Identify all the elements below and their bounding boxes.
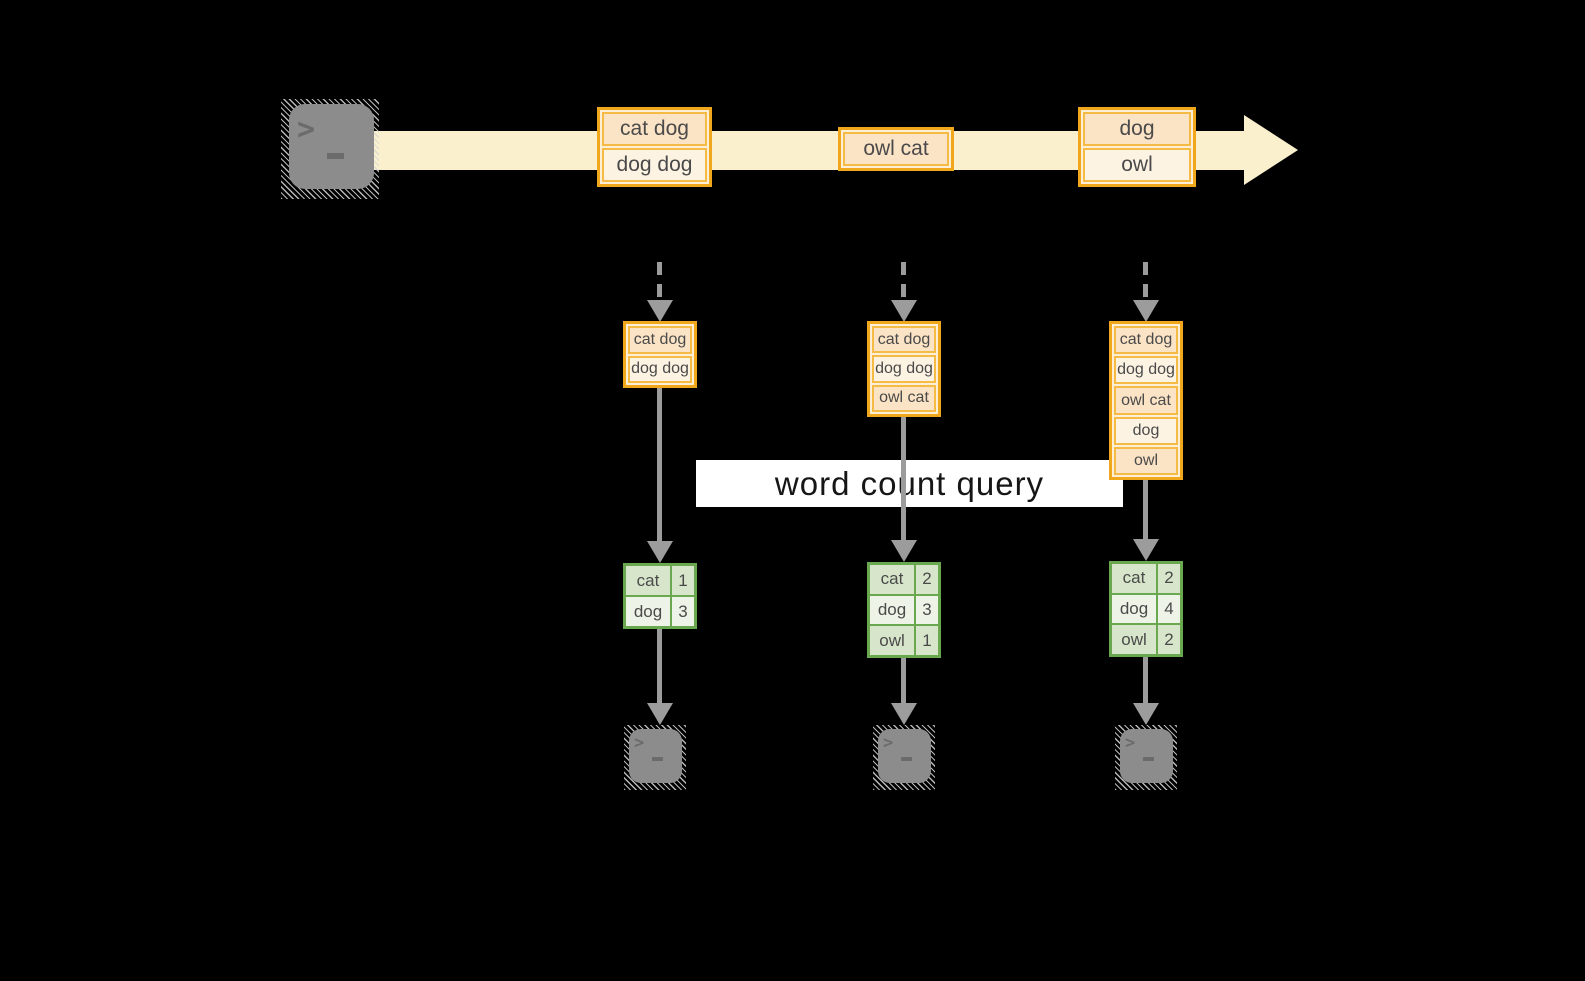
buffer-row: owl [1114,446,1178,476]
count-cell: 2 [1158,564,1180,593]
flow-arrow-line [657,388,662,546]
terminal-body [289,104,374,189]
buffer-row: cat dog [628,326,692,354]
flow-arrowhead-icon [1133,703,1159,725]
terminal-cursor-icon [1143,757,1154,761]
terminal-cursor-icon [652,757,663,761]
count-cell: 1 [916,626,938,655]
buffer-row: dog dog [628,355,692,383]
flow-arrowhead-icon [647,541,673,563]
stream-event-box-3: dog owl [1078,107,1196,187]
flow-arrow-line [1143,480,1148,544]
terminal-prompt-icon: > [883,733,894,753]
dashed-arrowhead-icon [1133,300,1159,322]
terminal-cursor-icon [327,153,344,159]
count-cell: 2 [1158,625,1180,654]
flow-arrow-line [901,658,906,708]
count-cell: 2 [916,565,938,594]
sink-terminal-icon-1: > [624,725,686,790]
buffer-row: owl cat [1114,386,1178,415]
terminal-prompt-icon: > [1125,733,1136,753]
sink-terminal-icon-2: > [873,725,935,790]
count-cell: 3 [672,597,694,626]
buffer-row: dog dog [872,355,936,383]
flow-arrow-line [1143,657,1148,708]
word-cell: cat [870,565,914,594]
event-row: owl [1083,148,1191,182]
word-cell: dog [626,597,670,626]
source-terminal-icon: > [281,99,379,199]
dashed-arrow-line [1143,262,1148,302]
terminal-prompt-icon: > [634,733,645,753]
terminal-body [878,729,931,783]
flow-arrowhead-icon [1133,539,1159,561]
state-buffer-box-1: cat dog dog dog [623,321,697,388]
event-row: dog dog [602,148,707,182]
flow-arrow-line [901,417,906,545]
word-cell: owl [1112,625,1156,654]
count-cell: 4 [1158,594,1180,624]
event-row: dog [1083,112,1191,146]
word-cell: dog [870,595,914,625]
buffer-row: dog dog [1114,356,1178,385]
buffer-row: cat dog [872,326,936,354]
state-buffer-box-2: cat dog dog dog owl cat [867,321,941,417]
sink-terminal-icon-3: > [1115,725,1177,790]
word-cell: owl [870,626,914,655]
word-count-table-2: cat 2 dog 3 owl 1 [867,562,941,658]
event-row: cat dog [602,112,707,146]
buffer-row: cat dog [1114,326,1178,355]
flow-arrowhead-icon [647,703,673,725]
event-row: owl cat [843,132,949,166]
terminal-prompt-icon: > [297,112,316,147]
query-label: word count query [696,460,1123,507]
dashed-arrow-line [657,262,662,302]
word-cell: dog [1112,594,1156,624]
state-buffer-box-3: cat dog dog dog owl cat dog owl [1109,321,1183,480]
flow-arrowhead-icon [891,540,917,562]
word-count-table-1: cat 1 dog 3 [623,563,697,629]
stream-arrowhead-icon [1244,115,1298,185]
count-cell: 3 [916,595,938,625]
buffer-row: owl cat [872,384,936,412]
terminal-cursor-icon [901,757,912,761]
terminal-body [1120,729,1173,783]
dashed-arrow-line [901,262,906,302]
count-cell: 1 [672,566,694,595]
dashed-arrowhead-icon [891,300,917,322]
word-cell: cat [626,566,670,595]
flow-arrow-line [657,629,662,708]
terminal-body [629,729,682,783]
stream-event-box-2: owl cat [838,127,954,171]
buffer-row: dog [1114,416,1178,445]
stream-event-box-1: cat dog dog dog [597,107,712,187]
dashed-arrowhead-icon [647,300,673,322]
flow-arrowhead-icon [891,703,917,725]
word-count-table-3: cat 2 dog 4 owl 2 [1109,561,1183,657]
word-cell: cat [1112,564,1156,593]
